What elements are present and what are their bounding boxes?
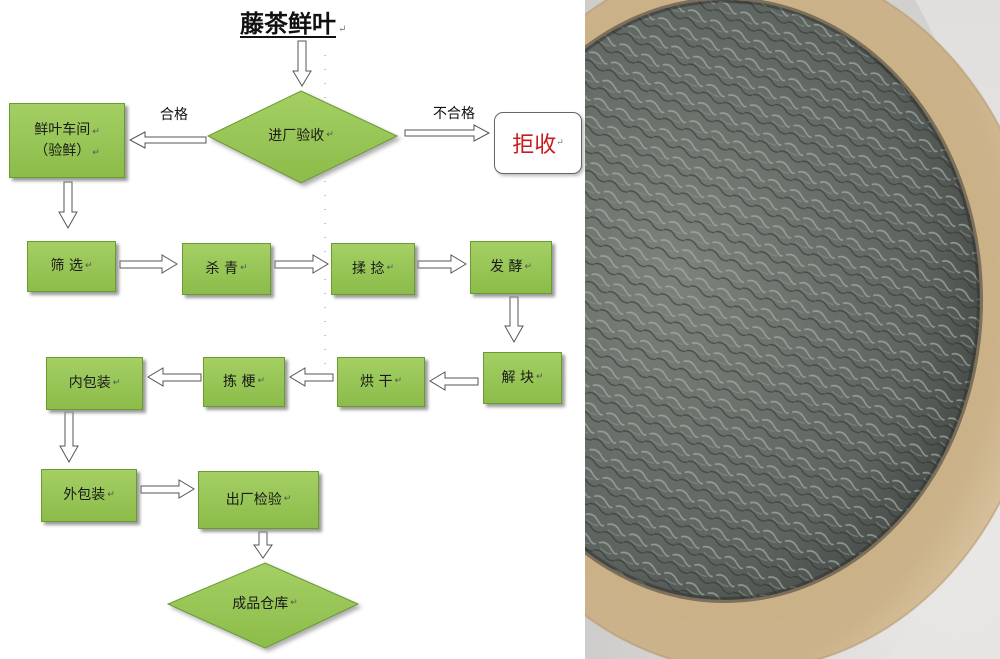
arrow-killgreen-to-rolling	[274, 254, 329, 274]
box-kill-green: 杀 青↵	[182, 243, 271, 295]
box-warehouse-label: 成品仓库↵	[232, 595, 298, 612]
box-factory-inspection: 出厂检验↵	[198, 471, 319, 529]
intake-diamond	[206, 90, 399, 184]
process-flowchart: 藤茶鲜叶↵	[9, 9, 582, 649]
flowchart-title: 藤茶鲜叶↵	[240, 9, 347, 38]
arrow-outer-to-inspection	[140, 479, 195, 499]
arrow-rolling-to-fermentation	[417, 254, 467, 274]
arrow-intake-to-reject	[404, 124, 491, 142]
box-fermentation: 发 酵↵	[470, 241, 552, 294]
tea-leaves-photo	[585, 0, 1000, 659]
tea-bowl-illustration	[585, 0, 1000, 659]
flow-arrows	[58, 40, 524, 649]
box-intake-label: 进厂验收↵	[268, 127, 334, 144]
box-drying: 烘 干↵	[337, 357, 425, 407]
edge-label-pass: 合格	[160, 107, 188, 123]
arrow-inspection-to-warehouse	[253, 531, 273, 559]
box-screening: 筛 选↵	[27, 241, 116, 292]
box-fresh-leaf-room: 鲜叶车间↵ （验鲜）↵	[9, 103, 125, 178]
box-deblocking: 解 块↵	[483, 352, 562, 404]
arrow-fermentation-to-deblocking	[504, 296, 524, 344]
arrow-stempicking-to-inner	[147, 367, 202, 387]
arrow-drying-to-stempicking	[289, 367, 334, 387]
warehouse-diamond	[166, 562, 360, 649]
box-outer-packing: 外包装↵	[41, 469, 137, 522]
arrow-screening-to-killgreen	[119, 254, 178, 274]
arrow-room-to-screening	[58, 181, 78, 230]
arrow-deblocking-to-drying	[429, 371, 479, 391]
box-stem-picking: 拣 梗↵	[203, 357, 285, 407]
box-inner-packing: 内包装↵	[46, 357, 143, 410]
arrow-title-to-intake	[292, 40, 312, 87]
arrow-intake-to-room	[128, 131, 207, 149]
box-reject: 拒收↵	[494, 112, 582, 174]
box-rolling: 揉 捻↵	[331, 243, 415, 295]
arrow-inner-to-outer	[59, 411, 79, 464]
edge-label-fail: 不合格	[433, 106, 475, 122]
